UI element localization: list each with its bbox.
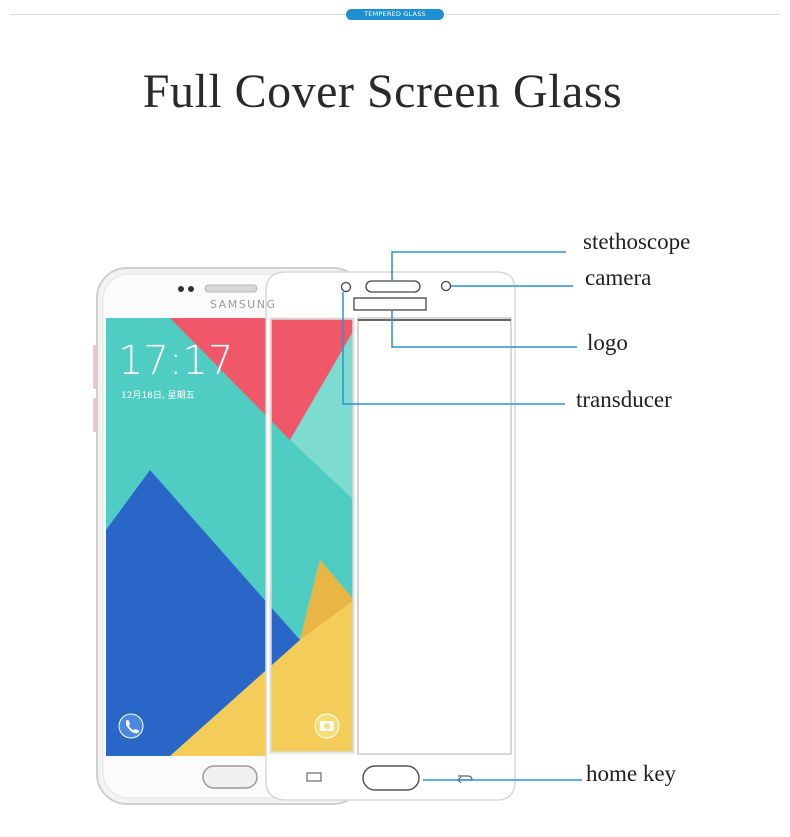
earpiece: [204, 284, 258, 293]
transducer-cutout: [340, 281, 352, 293]
front-sensor: [178, 286, 184, 292]
wallpaper-yellow-dark: [300, 560, 354, 640]
camera-cutout: [440, 280, 452, 292]
callout-lines: [342, 251, 582, 781]
lockscreen-time: 17:17: [118, 338, 234, 384]
phone-screen: [106, 318, 354, 756]
lockscreen-date: 12月18日, 星期五: [121, 391, 195, 401]
volume-button-lower: [93, 398, 97, 432]
category-badge: TEMPERED GLASS: [346, 9, 444, 20]
label-stethoscope: stethoscope: [583, 229, 691, 254]
label-home-key: home key: [586, 761, 677, 786]
home-key-cutout: [362, 765, 420, 791]
logo-cutout: [353, 297, 427, 311]
wallpaper-red-shape: [170, 318, 354, 440]
glass-clear-area: [357, 317, 512, 755]
phone-glyph: [126, 720, 139, 734]
label-transducer: transducer: [576, 387, 672, 412]
wallpaper-blue-shape: [106, 470, 300, 756]
logo-callout: [391, 310, 577, 348]
volume-button: [93, 345, 97, 389]
wallpaper-light-shape: [290, 330, 354, 500]
tempered-glass: [265, 271, 516, 801]
transducer-callout: [342, 292, 565, 405]
home-button: [202, 765, 258, 789]
recent-apps-key: [306, 772, 322, 782]
stethoscope-cutout: [365, 280, 421, 293]
label-logo: logo: [587, 330, 628, 355]
page-title: Full Cover Screen Glass: [142, 65, 623, 118]
phone-brand-logo: SAMSUNG: [210, 298, 277, 311]
label-camera: camera: [585, 265, 652, 290]
front-camera: [188, 286, 194, 292]
stethoscope-callout: [391, 251, 566, 281]
phone-icon: [118, 713, 144, 739]
